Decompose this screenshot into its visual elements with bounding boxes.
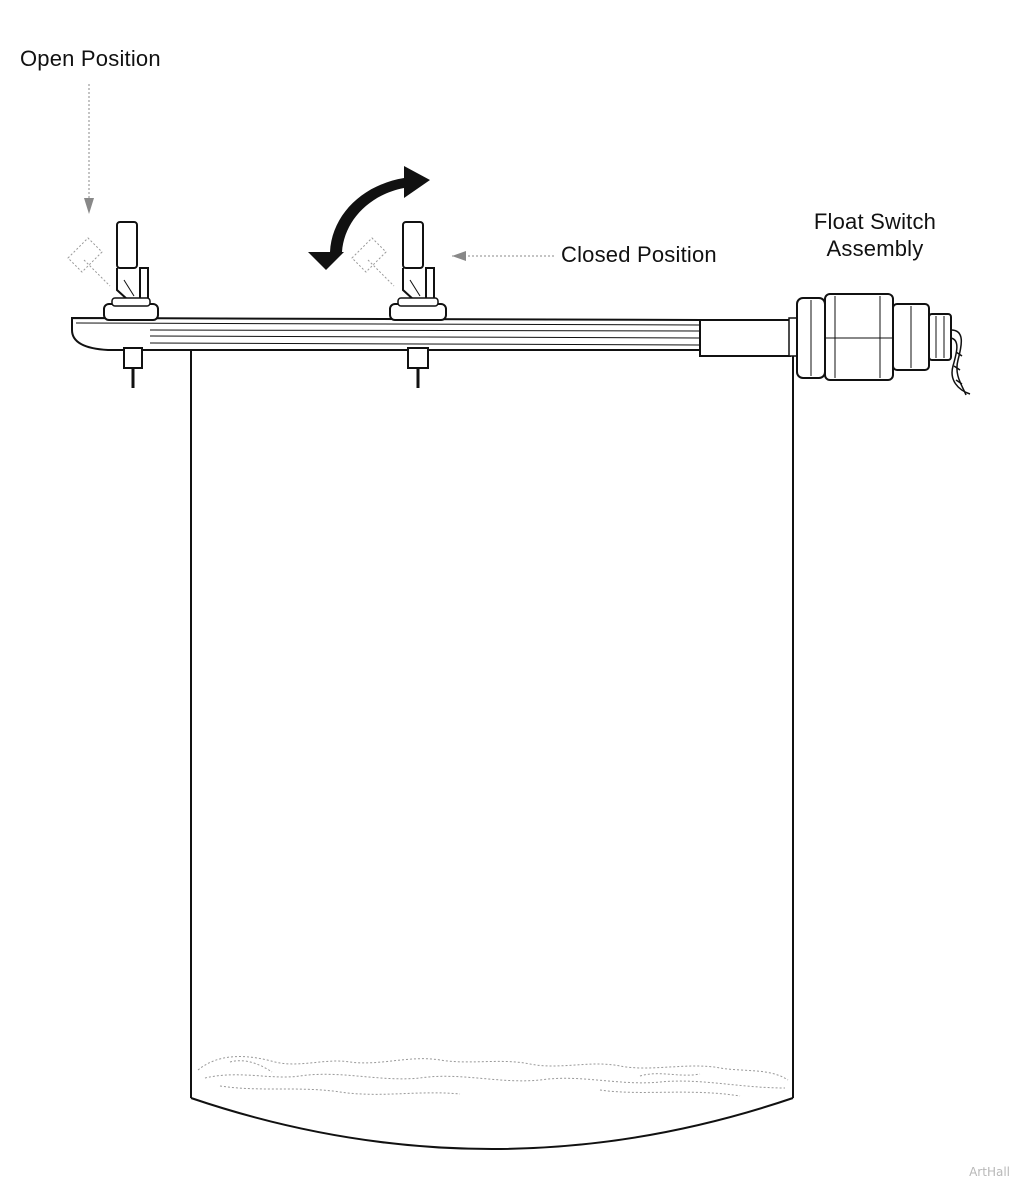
rotation-arrow-top — [330, 166, 430, 252]
rotation-arrow-bottom-head — [308, 252, 344, 270]
leader-arrowheads — [84, 198, 466, 261]
rail-body — [71, 316, 701, 351]
float-switch-label-line1: Float Switch — [814, 209, 936, 234]
float-body-open — [116, 221, 138, 269]
float-switch-label-line2: Assembly — [827, 236, 924, 261]
open-position-arrowhead — [84, 198, 94, 214]
open-position-ghost — [67, 237, 111, 287]
float-body-closed — [402, 221, 424, 269]
fitting-cap — [928, 313, 952, 361]
float-switch-closed — [351, 221, 447, 388]
mounting-rail — [71, 316, 791, 357]
float-switch-assembly — [788, 293, 952, 381]
open-position-label: Open Position — [20, 46, 161, 71]
rotation-arrow — [308, 166, 430, 270]
closed-position-arrowhead — [452, 251, 466, 261]
tank-bottom — [190, 1097, 794, 1150]
stem-housing-open — [123, 347, 143, 369]
artist-credit: ArtHall — [969, 1165, 1010, 1179]
stem-housing-closed — [407, 347, 429, 369]
closed-position-label: Closed Position — [561, 242, 717, 267]
liquid-surface — [197, 1056, 789, 1097]
switch-cable — [950, 329, 971, 396]
closed-ghost — [351, 237, 395, 287]
leader-lines — [88, 84, 555, 257]
float-switch-open — [67, 221, 159, 388]
fitting-washer — [788, 317, 798, 357]
tank — [190, 348, 794, 1150]
rail-end-sleeve — [699, 319, 791, 357]
